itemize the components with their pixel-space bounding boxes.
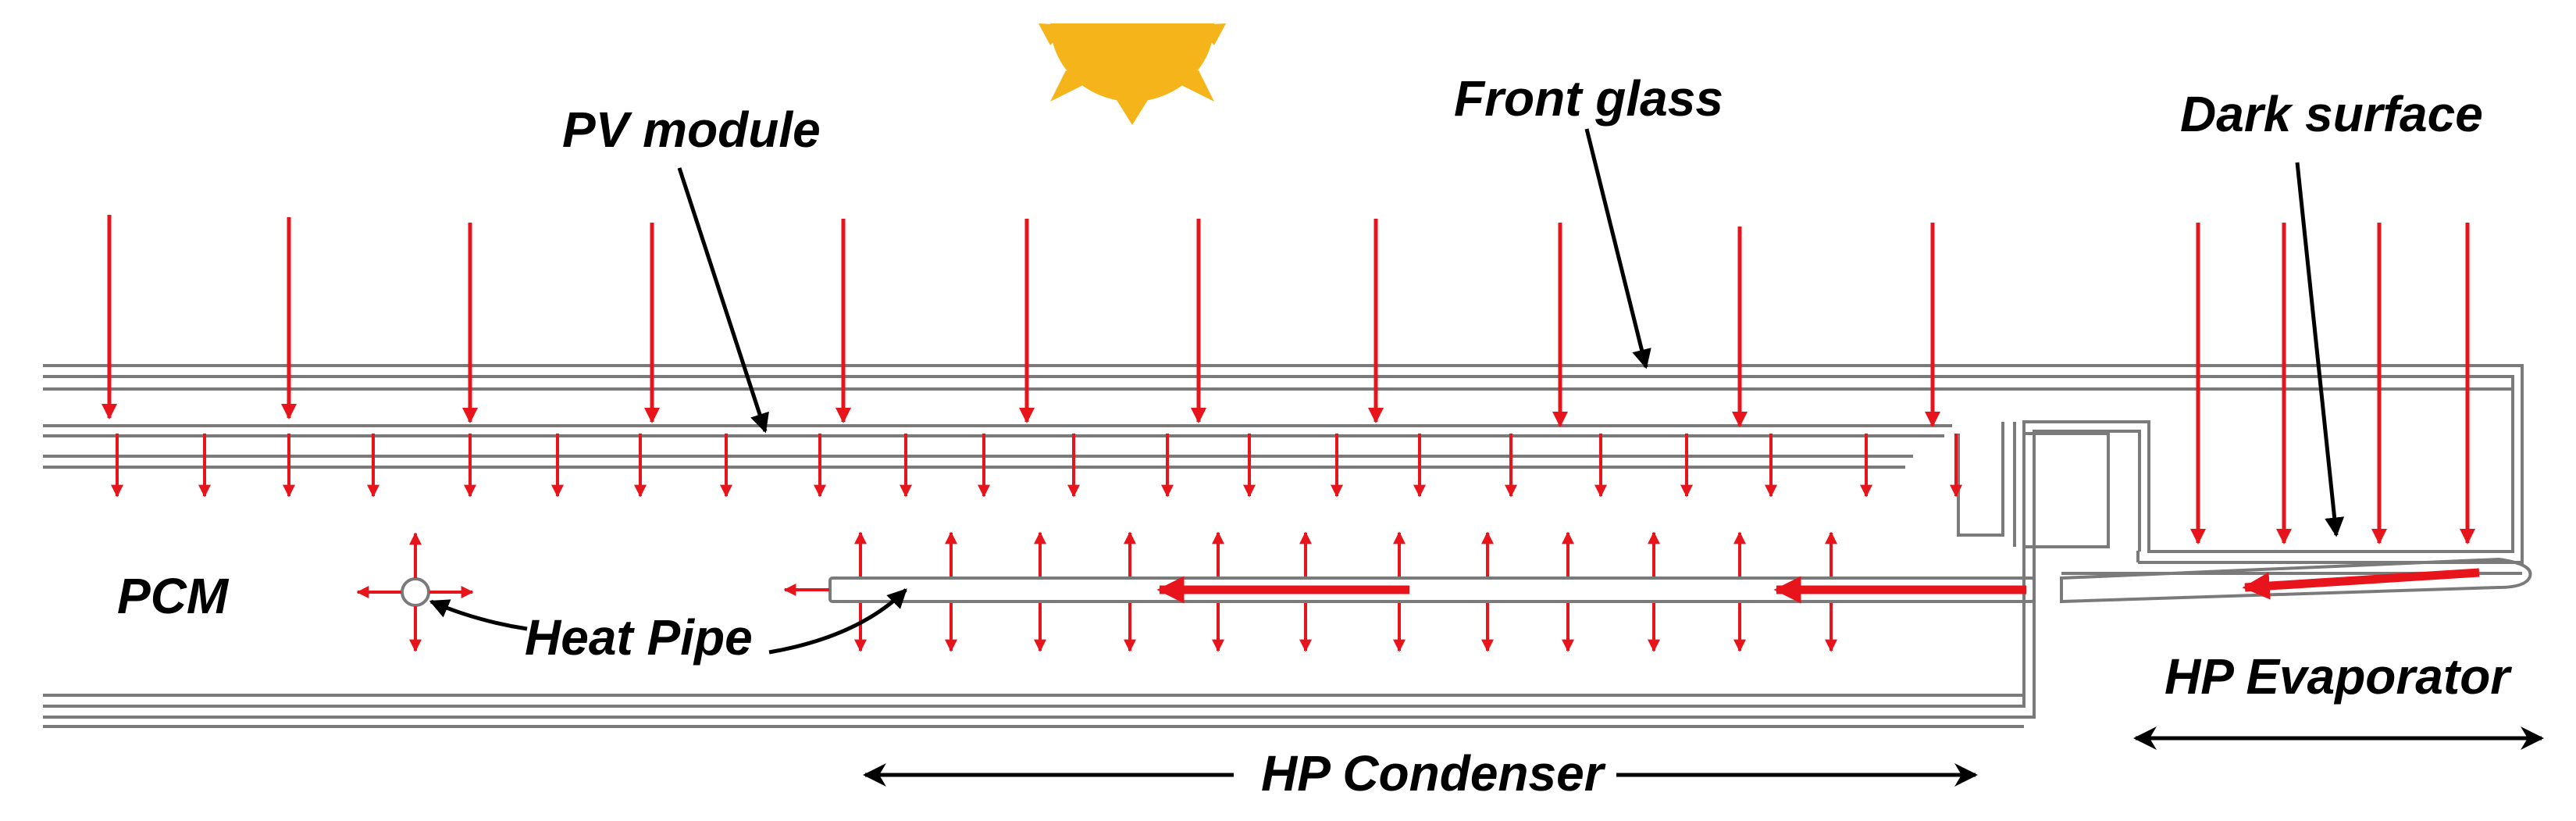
pcm-container-inner (43, 430, 2141, 719)
evaporator-box (2024, 432, 2110, 548)
heat-pipe-label: Heat Pipe (525, 609, 753, 666)
labels: PV module Front glass Dark surface PCM H… (117, 70, 2512, 801)
heat-pipe-cross-section (401, 577, 430, 607)
pcm-right-wall (1957, 422, 2004, 537)
annotation-pointers (429, 128, 2345, 655)
pv-heat-arrows (111, 434, 1962, 498)
heat-pipe-pointer-left (429, 599, 528, 631)
sun-icon (1039, 23, 1226, 125)
heat-pipe-flow-arrows (1156, 568, 2480, 604)
condenser-heat-arrows (356, 531, 1837, 652)
hp-evaporator-label: HP Evaporator (2164, 648, 2512, 705)
front-glass-pointer (1584, 128, 1651, 369)
hp-condenser-label: HP Condenser (1261, 745, 1606, 801)
pv-module-label: PV module (562, 102, 821, 158)
pv-module-pointer (677, 167, 769, 434)
front-glass-outline (43, 364, 2524, 564)
flow-arrow (2242, 568, 2480, 600)
pcm-label: PCM (117, 568, 230, 624)
collector-structure (43, 364, 2532, 728)
dark-surface-pointer (2295, 162, 2345, 537)
dimension-arrows (863, 726, 2544, 787)
front-glass-inner (43, 375, 2514, 553)
heat-pipe-condenser (828, 576, 2036, 603)
heat-pipe-evaporator (2060, 557, 2532, 604)
dark-surface-label: Dark surface (2180, 86, 2483, 142)
heat-pipe-pointer-right (768, 588, 907, 655)
solar-rays (102, 215, 2475, 544)
front-glass-label: Front glass (1454, 70, 1723, 127)
pcm-container (43, 420, 2150, 708)
